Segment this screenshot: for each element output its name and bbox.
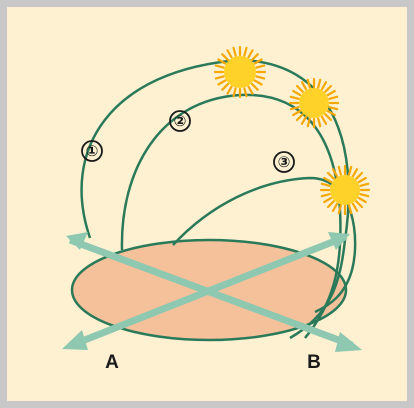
sun-ray (256, 76, 264, 78)
sun-icon (321, 166, 369, 214)
sun-ray (318, 80, 320, 88)
sun-ray (249, 87, 253, 94)
sun-ray (252, 84, 258, 90)
sun-ray (216, 66, 224, 68)
sun-ray (328, 201, 334, 207)
sun-ray (318, 118, 320, 126)
sun-ray (322, 184, 330, 186)
sun-ray (249, 50, 253, 57)
sun-ray (356, 201, 362, 207)
sun-ray (322, 194, 330, 196)
path-label-2: ② (174, 112, 187, 130)
sun-ray (356, 173, 362, 179)
sun-ray (297, 86, 303, 92)
sun-ray (308, 80, 310, 88)
sun-ray (322, 117, 326, 124)
path-label-3: ③ (278, 153, 291, 171)
path-label-1: ① (86, 142, 99, 160)
sun-ray (293, 91, 300, 95)
sun-icon (290, 79, 338, 127)
sun-ray (325, 86, 331, 92)
sun-ray (302, 82, 306, 89)
sun-ray (255, 81, 262, 85)
sun-ray (333, 204, 337, 211)
sun-ray (222, 54, 228, 60)
sun-ray (256, 66, 264, 68)
sun-ray (359, 198, 366, 202)
sun-ray (360, 194, 368, 196)
sun-core (330, 175, 360, 205)
path-label-2-group: ② (170, 111, 190, 131)
sun-icon (215, 47, 265, 97)
sun-ray (291, 97, 299, 99)
sun-ray (353, 169, 357, 176)
sun-core (224, 56, 256, 88)
sun-ray (302, 117, 306, 124)
sun-ray (252, 54, 258, 60)
sun-ray (339, 167, 341, 175)
sun-ray (234, 48, 236, 56)
sun-ray (222, 84, 228, 90)
sun-ray (328, 173, 334, 179)
sun-ray (322, 82, 326, 89)
sun-ray (293, 111, 300, 115)
sun-ray (228, 87, 232, 94)
sun-ray (218, 81, 225, 85)
sun-ray (359, 178, 366, 182)
sun-ray (244, 48, 246, 56)
sun-ray (325, 114, 331, 120)
sun-ray (349, 167, 351, 175)
sun-ray (328, 91, 335, 95)
sun-ray (353, 204, 357, 211)
direction-label-a: A (105, 352, 119, 373)
sun-core (299, 88, 329, 118)
sun-ray (297, 114, 303, 120)
sun-ray (329, 97, 337, 99)
direction-label-b: B (307, 352, 321, 373)
sun-ray (216, 76, 224, 78)
sun-ray (228, 50, 232, 57)
sun-ray (324, 198, 331, 202)
sun-ray (360, 184, 368, 186)
path-label-1-group: ① (82, 141, 102, 161)
path-label-3-group: ③ (274, 152, 294, 172)
